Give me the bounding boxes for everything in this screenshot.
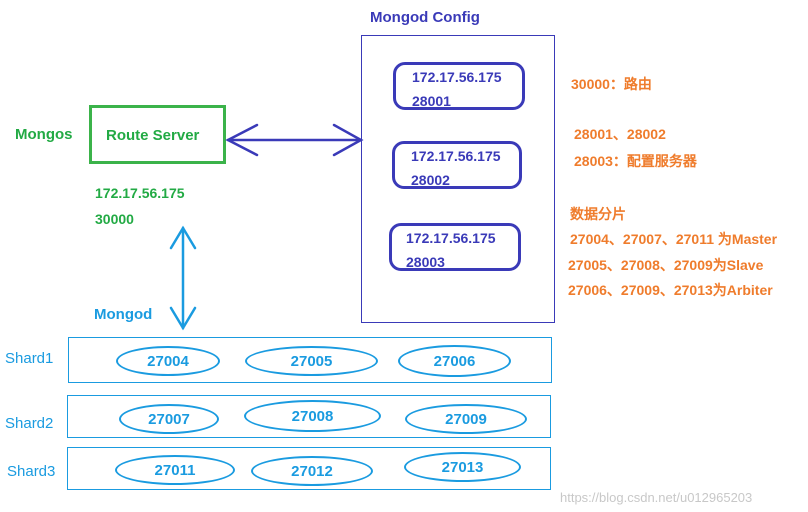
config-node-port: 28003 (406, 254, 445, 270)
route-server-label: Route Server (106, 127, 200, 144)
mongod-label: Mongod (94, 306, 153, 323)
mongos-ip: 172.17.56.175 (95, 185, 185, 201)
shard-node-27011: 27011 (115, 455, 235, 485)
config-node-ip: 172.17.56.175 (412, 69, 502, 85)
shard-node-27012: 27012 (251, 456, 373, 486)
note-route: 30000：路由 (571, 76, 652, 92)
config-node-28002: 172.17.56.175 28002 (392, 141, 522, 189)
shard-node-27009: 27009 (405, 404, 527, 434)
note-config-ports: 28001、28002 (574, 126, 666, 142)
shard1-row (68, 337, 552, 383)
note-slave: 27005、27008、27009为Slave (568, 257, 764, 273)
note-sharding-title: 数据分片 (570, 206, 626, 222)
mongos-mongod-arrow (169, 225, 197, 331)
shard3-row (67, 447, 551, 490)
mongos-address: 172.17.56.175 30000 (95, 180, 185, 232)
config-node-ip: 172.17.56.175 (406, 230, 496, 246)
shard3-label: Shard3 (7, 463, 56, 480)
note-master: 27004、27007、27011 为Master (570, 231, 778, 247)
mongod-config-title: Mongod Config (370, 9, 480, 26)
note-arbiter: 27006、27009、27013为Arbiter (568, 282, 773, 298)
config-node-28001: 172.17.56.175 28001 (393, 62, 525, 110)
config-node-28003: 172.17.56.175 28003 (389, 223, 521, 271)
config-node-port: 28001 (412, 93, 451, 109)
shard2-row (67, 395, 551, 438)
watermark: https://blog.csdn.net/u012965203 (560, 490, 753, 505)
config-node-ip: 172.17.56.175 (411, 148, 501, 164)
mongos-label: Mongos (15, 126, 73, 143)
shard2-label: Shard2 (5, 415, 54, 432)
shard-node-27005: 27005 (245, 346, 378, 376)
route-server-box: Route Server (89, 105, 226, 164)
shard1-label: Shard1 (5, 350, 54, 367)
shard-node-27006: 27006 (398, 345, 511, 377)
config-node-port: 28002 (411, 172, 450, 188)
shard-node-27008: 27008 (244, 400, 381, 432)
mongos-port: 30000 (95, 211, 134, 227)
shard-node-27013: 27013 (404, 452, 521, 482)
note-config-server: 28003：配置服务器 (574, 153, 697, 169)
shard-node-27004: 27004 (116, 346, 220, 376)
mongos-config-arrow (225, 123, 364, 157)
config-server-group (361, 35, 555, 323)
shard-node-27007: 27007 (119, 404, 219, 434)
